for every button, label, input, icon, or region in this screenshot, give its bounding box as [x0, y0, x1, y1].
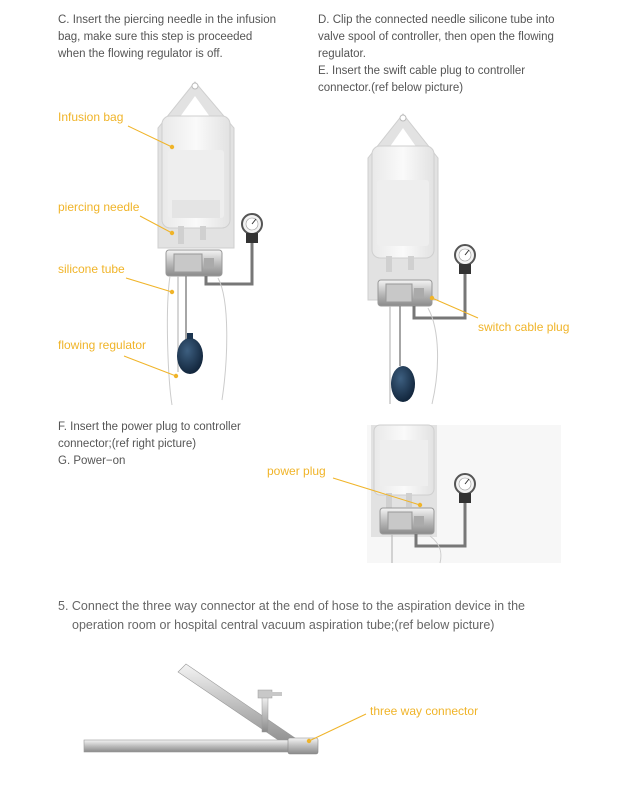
step-5-line-1: 5. Connect the three way connector at th…	[58, 599, 525, 613]
step-5-line-2: operation room or hospital central vacuu…	[72, 618, 495, 632]
step-e-line-1: E. Insert the swift cable plug to contro…	[318, 65, 526, 77]
step-f-line-1: F. Insert the power plug to controller	[58, 421, 241, 433]
step-5-text: 5. Connect the three way connector at th…	[58, 597, 598, 635]
step-d-text: D. Clip the connected needle silicone tu…	[318, 12, 618, 97]
label-switch-cable-plug: switch cable plug	[478, 320, 570, 334]
step-c-text: C. Insert the piercing needle in the inf…	[58, 12, 308, 63]
label-three-way-connector: three way connector	[370, 704, 479, 718]
three-way-connector-illustration	[83, 663, 367, 755]
step-d-line-1: D. Clip the connected needle silicone tu…	[318, 14, 555, 26]
label-flowing-regulator: flowing regulator	[58, 338, 147, 352]
step-c-line-1: C. Insert the piercing needle in the inf…	[58, 14, 276, 26]
step-f-line-2: connector;(ref right picture)	[58, 438, 197, 450]
step-g-line: G. Power−on	[58, 455, 126, 467]
step-d-line-2: valve spool of controller, then open the…	[318, 31, 554, 43]
device-1	[123, 81, 263, 406]
label-piercing-needle: piercing needle	[58, 200, 140, 214]
label-power-plug: power plug	[267, 464, 326, 478]
device-2	[367, 113, 479, 405]
step-d-line-3: regulator.	[318, 48, 366, 60]
step-f-text: F. Insert the power plug to controller c…	[58, 419, 288, 470]
label-silicone-tube: silicone tube	[58, 262, 125, 276]
label-infusion-bag: Infusion bag	[58, 110, 124, 124]
step-c-line-2: bag, make sure this step is proceeded	[58, 31, 253, 43]
device-3	[332, 424, 561, 564]
step-c-line-3: when the flowing regulator is off.	[58, 48, 223, 60]
step-e-line-2: connector.(ref below picture)	[318, 82, 464, 94]
